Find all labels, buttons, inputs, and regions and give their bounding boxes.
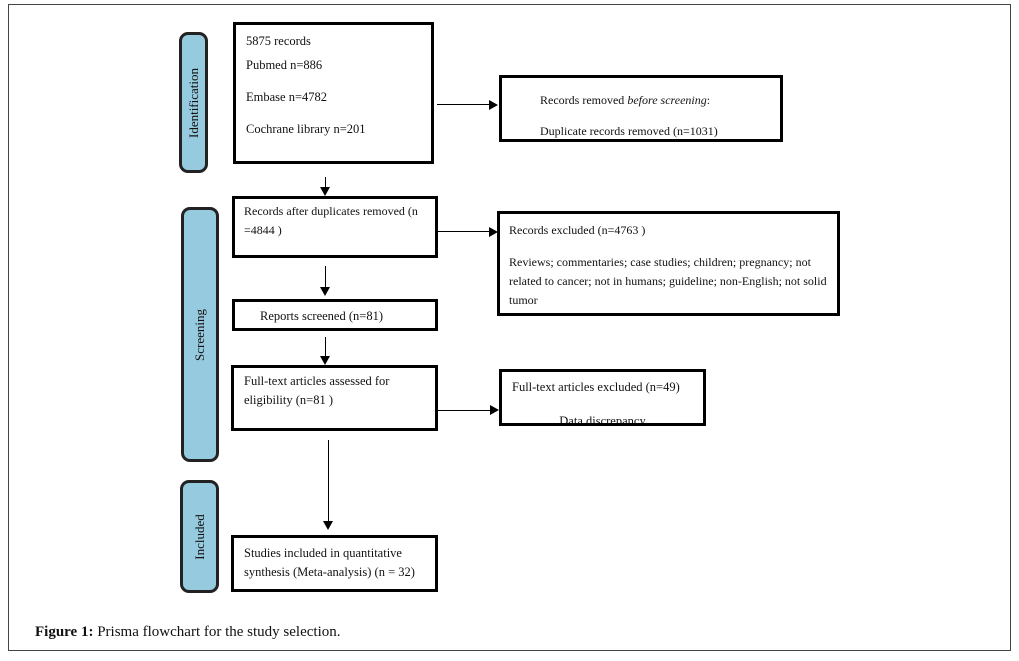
fulltext-assessed-text: Full-text articles assessed for eligibil… (244, 374, 390, 407)
arrow-line (438, 410, 490, 411)
stage-identification: Identification (179, 32, 208, 173)
arrow-line (438, 231, 490, 232)
stage-label: Included (191, 513, 207, 560)
reports-screened-text: Reports screened (n=81) (260, 309, 383, 323)
stage-screening: Screening (181, 207, 219, 462)
arrow-head (320, 356, 330, 365)
records-identified-box: 5875 records Pubmed n=886 Embase n=4782 … (233, 22, 434, 164)
caption-text: Prisma flowchart for the study selection… (93, 624, 341, 640)
arrow-line (325, 266, 326, 288)
records-total: 5875 records (246, 34, 311, 48)
arrow-head (490, 405, 499, 415)
records-embase: Embase n=4782 (246, 90, 327, 104)
fulltext-assessed-box: Full-text articles assessed for eligibil… (231, 365, 438, 431)
removed-prefix: Records removed (540, 93, 628, 107)
fulltext-excluded-box: Full-text articles excluded (n=49) Data … (499, 369, 706, 426)
after-duplicates-box: Records after duplicates removed (n =484… (232, 196, 438, 258)
removed-suffix: : (706, 93, 711, 107)
reports-screened-box: Reports screened (n=81) (232, 299, 438, 331)
arrow-head (489, 100, 498, 110)
figure-frame (8, 4, 1011, 651)
records-pubmed: Pubmed n=886 (246, 58, 323, 72)
studies-included-box: Studies included in quantitative synthes… (231, 535, 438, 592)
stage-label: Identification (185, 67, 201, 138)
arrow-head (323, 521, 333, 530)
stage-label: Screening (192, 308, 207, 361)
studies-included-text: Studies included in quantitative synthes… (244, 546, 415, 579)
records-excluded-reasons: Reviews; commentaries; case studies; chi… (509, 255, 827, 307)
removed-heading: Records removed before screening: (540, 85, 780, 116)
arrow-head (320, 287, 330, 296)
caption-label: Figure 1: (35, 624, 94, 640)
arrow-head (320, 187, 330, 196)
fulltext-excluded-reason: Data discrepancy (559, 414, 646, 426)
fulltext-excluded-title: Full-text articles excluded (n=49) (512, 380, 680, 394)
records-removed-box: Records removed before screening: Duplic… (499, 75, 783, 142)
records-excluded-title: Records excluded (n=4763 ) (509, 223, 646, 237)
arrow-line (325, 177, 326, 189)
removed-italic: before screening (627, 93, 707, 107)
arrow-head (489, 227, 498, 237)
figure-caption: Figure 1: Prisma flowchart for the study… (35, 624, 341, 641)
duplicates-removed: Duplicate records removed (n=1031) (540, 124, 718, 138)
arrow-line (328, 440, 329, 522)
records-cochrane: Cochrane library n=201 (246, 122, 366, 136)
arrow-line (325, 337, 326, 357)
records-excluded-box: Records excluded (n=4763 ) Reviews; comm… (497, 211, 840, 316)
after-duplicates-text: Records after duplicates removed (n =484… (244, 204, 418, 237)
stage-included: Included (180, 480, 219, 593)
arrow-line (437, 104, 489, 105)
